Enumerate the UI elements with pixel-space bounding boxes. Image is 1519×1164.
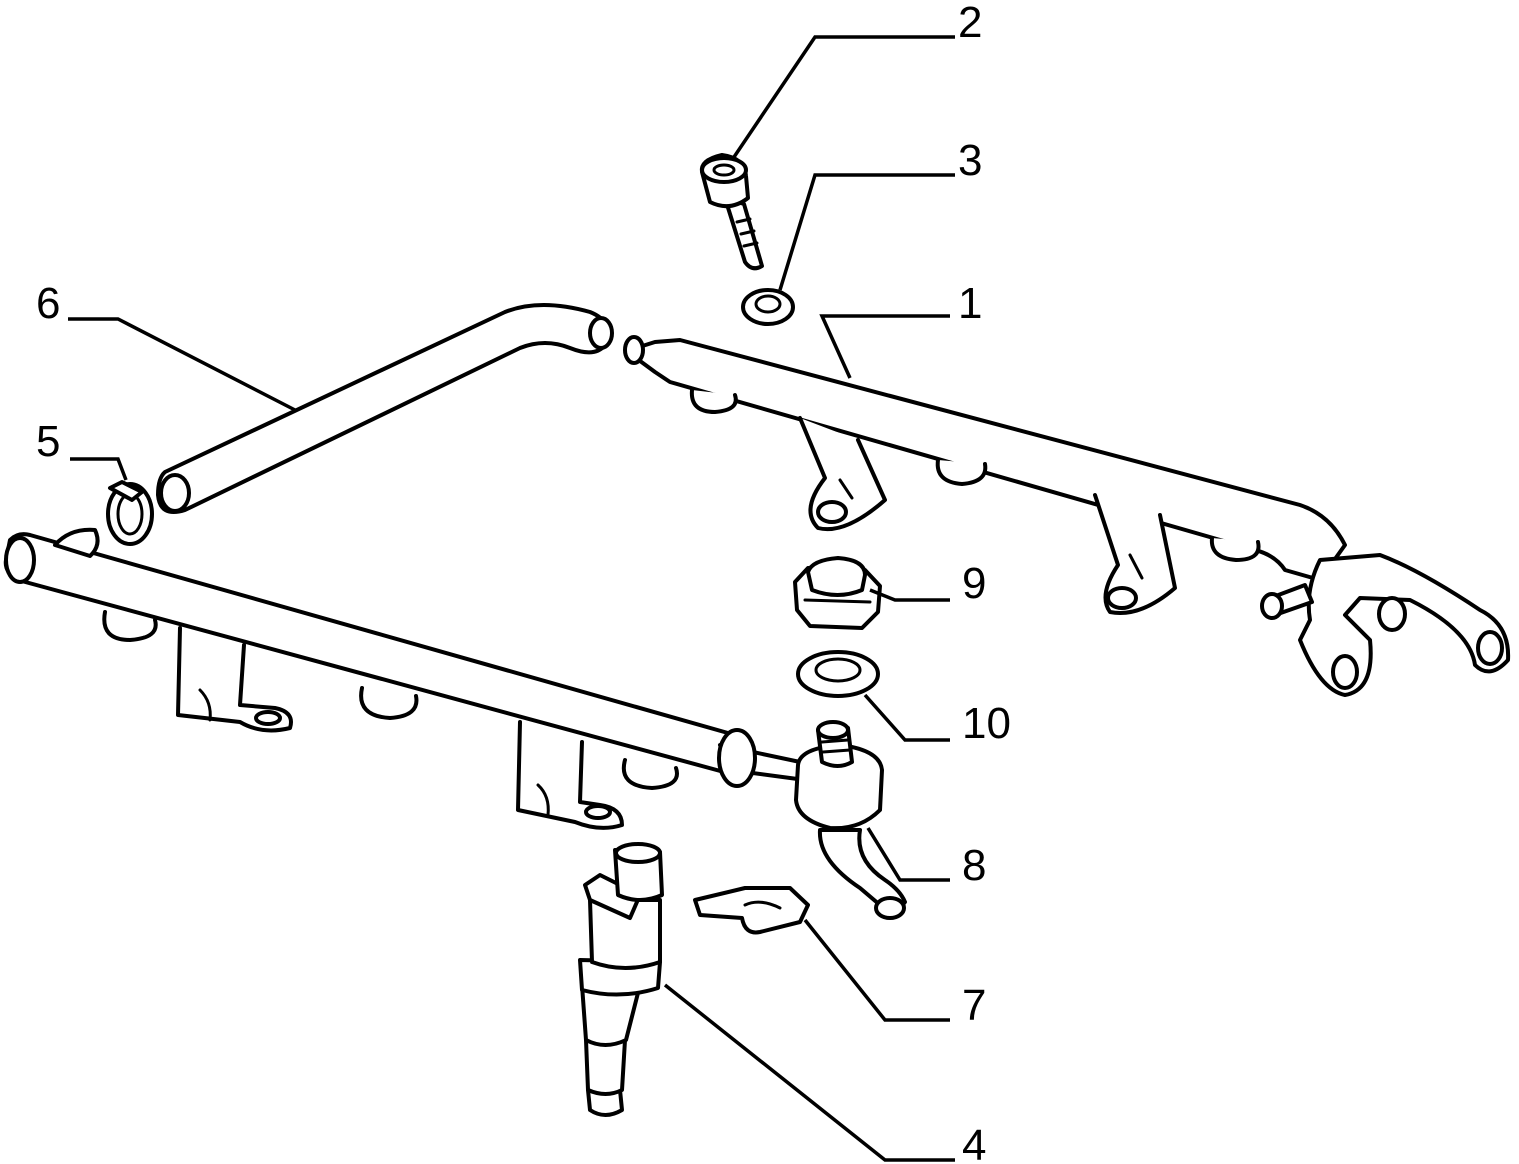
part-7-clip [693, 886, 810, 935]
part-4-injector [578, 842, 664, 1117]
part-1-right-fuel-rail [623, 335, 1511, 697]
callout-6: 6 [36, 279, 60, 328]
callout-5: 5 [36, 417, 60, 466]
part-9-nut [793, 556, 882, 630]
leader-8 [866, 827, 950, 882]
callout-7: 7 [962, 981, 986, 1030]
leader-5 [70, 457, 128, 481]
leader-4 [663, 983, 955, 1162]
part-10-seal-ring [796, 650, 880, 698]
part-2-cap-screw [699, 153, 764, 271]
callout-4: 4 [962, 1121, 986, 1164]
leader-9 [869, 588, 950, 602]
leader-1 [819, 314, 950, 379]
callout-8: 8 [962, 841, 986, 890]
leader-7 [803, 918, 950, 1022]
callout-2: 2 [958, 0, 982, 47]
callout-1: 1 [958, 279, 982, 328]
callout-labels: 1 2 3 4 5 6 7 8 9 10 [36, 0, 1011, 1164]
leader-3 [778, 173, 955, 291]
part-3-washer [741, 288, 795, 326]
leader-6 [68, 317, 296, 412]
callout-9: 9 [962, 559, 986, 608]
part-5-hose-clamp [106, 480, 154, 546]
leader-lines [68, 35, 955, 1162]
leader-10 [863, 693, 950, 742]
left-fuel-rail [3, 527, 754, 830]
callout-3: 3 [958, 136, 982, 185]
callout-10: 10 [962, 699, 1011, 748]
part-6-crossover-pipe [156, 303, 614, 515]
part-8-pressure-regulator [717, 720, 907, 920]
leader-2 [730, 35, 955, 161]
